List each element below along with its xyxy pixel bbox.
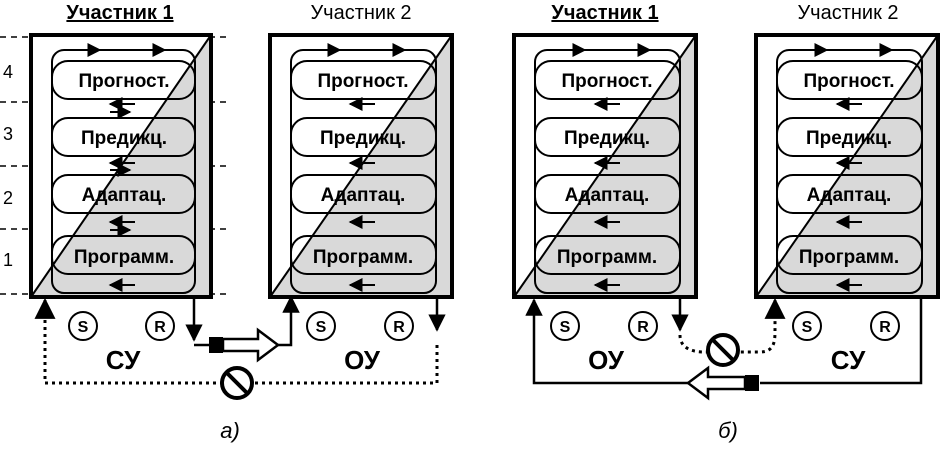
panel-b-participant-1-title: Участник 1 [551, 2, 658, 24]
level-number-4: 4 [3, 62, 13, 82]
panel-b-participant-2-title: Участник 2 [797, 2, 898, 24]
receiver-r-label: R [154, 319, 166, 336]
panel-b-participant-1-system-label: ОУ [588, 345, 625, 375]
panel-b-participant-2-system-label: СУ [831, 345, 866, 375]
panel-a-participant-1-title: Участник 1 [66, 2, 173, 24]
level-label-predictive: Предикц. [81, 128, 167, 149]
prohibition-icon [220, 366, 254, 400]
panel-a-connections: а) [34, 295, 446, 443]
sensor-s-icon [68, 311, 98, 341]
level-label-program: Программ. [557, 247, 657, 268]
sensor-s-label: S [560, 319, 571, 336]
hollow-arrow-icon [209, 327, 281, 363]
level-number-1: 1 [3, 250, 13, 270]
sensor-s-label: S [316, 319, 327, 336]
level-label-predictive: Предикц. [806, 128, 892, 149]
level-label-adaptive: Адаптац. [807, 185, 892, 206]
level-label-prognostic: Прогност. [561, 71, 652, 92]
sensor-s-label: S [802, 319, 813, 336]
panel-a-participant-2-box: Прогност. Предикц. Адаптац. Программ. S … [268, 33, 454, 375]
level-label-program: Программ. [799, 247, 899, 268]
level-label-prognostic: Прогност. [803, 71, 894, 92]
prohibition-icon [706, 333, 740, 367]
panel-a-participant-1-system-label: СУ [106, 345, 141, 375]
panel-b-caption: б) [718, 418, 738, 443]
hollow-arrow-icon [685, 365, 759, 401]
level-number-2: 2 [3, 188, 13, 208]
receiver-r-label: R [637, 319, 649, 336]
level-label-prognostic: Прогност. [317, 71, 408, 92]
level-label-adaptive: Адаптац. [565, 185, 650, 206]
sensor-s-icon [306, 311, 336, 341]
panel-b-connections: б) [525, 297, 923, 443]
panel-b-participant-1-box: Прогност. Предикц. Адаптац. Программ. S … [512, 33, 698, 375]
panel-a-participant-1-box: Прогност. Предикц. Адаптац. Программ. S … [29, 33, 213, 375]
level-label-program: Программ. [313, 247, 413, 268]
receiver-r-label: R [393, 319, 405, 336]
receiver-r-icon [628, 311, 658, 341]
panel-b-participant-2-box: Прогност. Предикц. Адаптац. Программ. S … [754, 33, 940, 375]
receiver-r-label: R [879, 319, 891, 336]
sensor-s-label: S [78, 319, 89, 336]
panel-a-participant-2-title: Участник 2 [310, 2, 411, 24]
level-label-predictive: Предикц. [564, 128, 650, 149]
level-label-adaptive: Адаптац. [321, 185, 406, 206]
panel-a-participant-2-system-label: ОУ [344, 345, 381, 375]
level-number-3: 3 [3, 124, 13, 144]
level-label-program: Программ. [74, 247, 174, 268]
sensor-s-icon [792, 311, 822, 341]
level-label-prognostic: Прогност. [78, 71, 169, 92]
receiver-r-icon [145, 311, 175, 341]
sensor-s-icon [550, 311, 580, 341]
receiver-r-icon [384, 311, 414, 341]
level-label-predictive: Предикц. [320, 128, 406, 149]
level-label-adaptive: Адаптац. [82, 185, 167, 206]
receiver-r-icon [870, 311, 900, 341]
panel-a-caption: а) [220, 418, 240, 443]
